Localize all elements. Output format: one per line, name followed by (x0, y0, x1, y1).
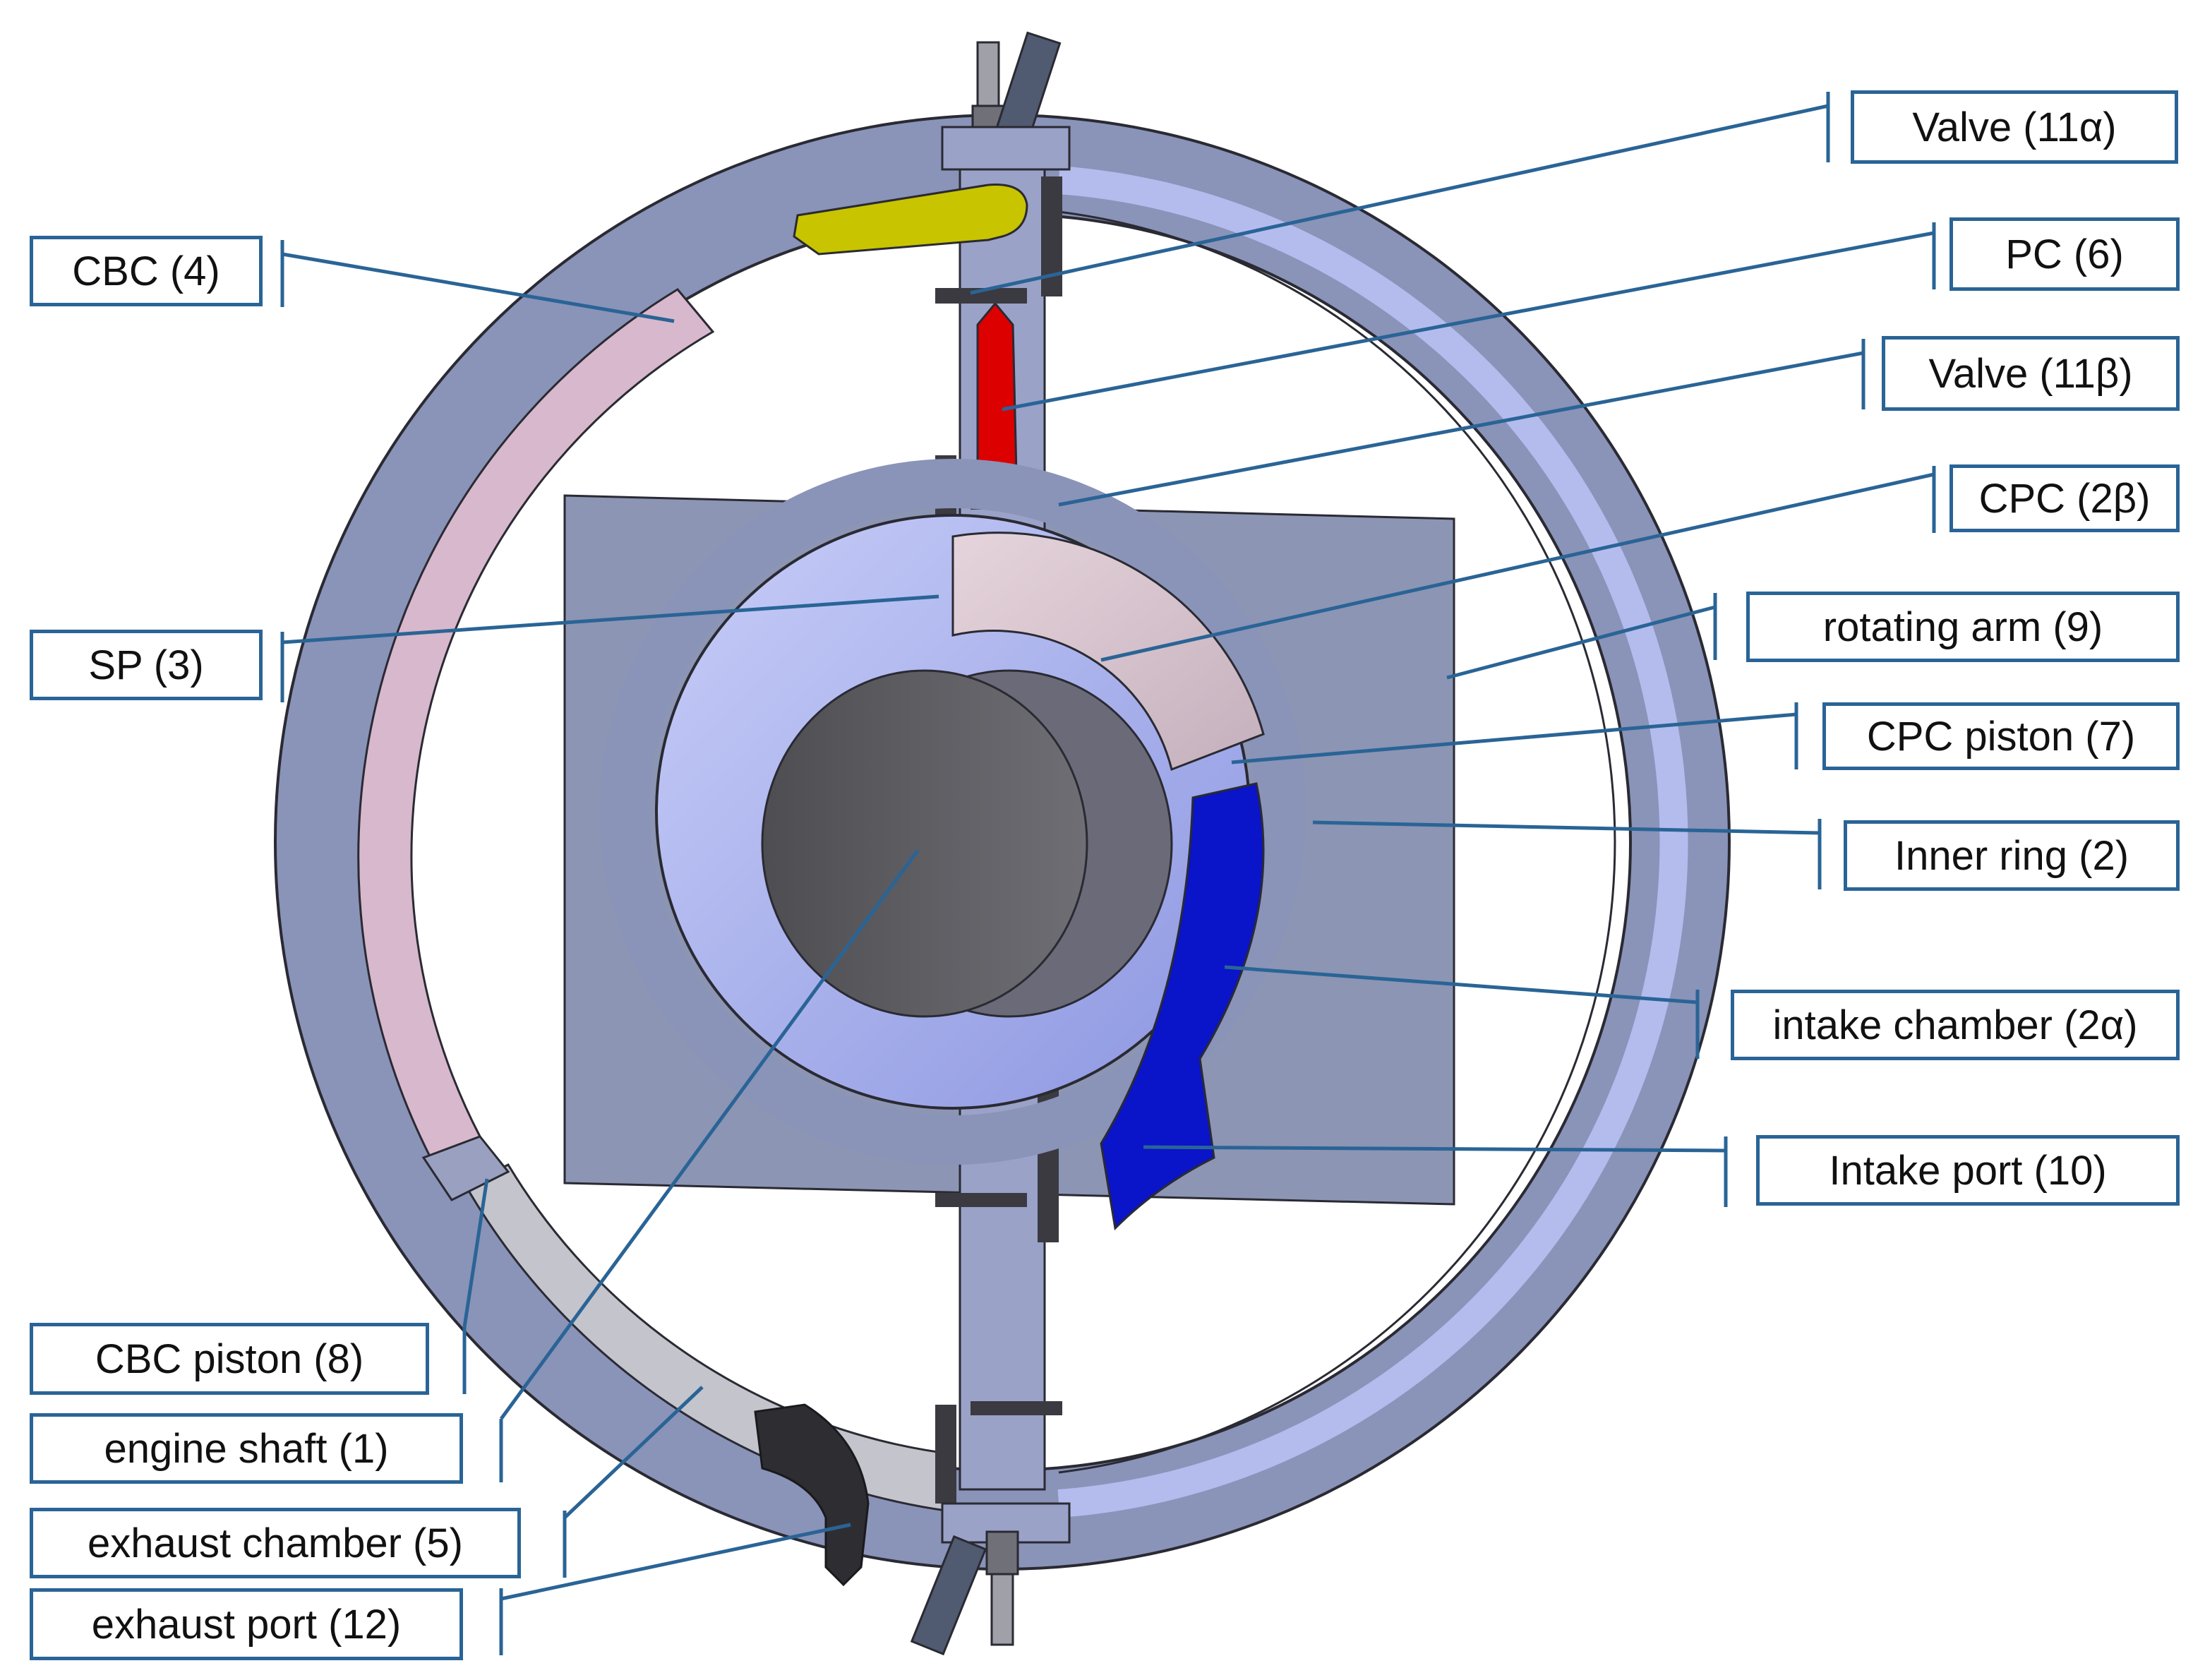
label-rotating-arm-9: rotating arm (9) (1746, 592, 2180, 662)
bottom-injector (910, 1535, 987, 1656)
label-cbc-piston-8: CBC piston (8) (30, 1323, 429, 1395)
leader-valve-11b (1058, 351, 1864, 507)
yellow-transfer-channel (793, 184, 1028, 256)
label-valve-11b: Valve (11β) (1882, 336, 2180, 411)
leader-valve-11a (970, 104, 1829, 295)
label-cpc-2b: CPC (2β) (1949, 464, 2180, 532)
leader-cpc-piston-7 (1231, 712, 1797, 764)
leader-cbc-piston-8 (462, 1178, 489, 1328)
label-inner-ring-2: Inner ring (2) (1844, 820, 2180, 891)
leader-cbc-4 (282, 252, 675, 323)
leader-cpc-2b (1100, 472, 1935, 662)
valve-lower-plate-2 (971, 1401, 1062, 1415)
leader-inner-ring-2 (1312, 820, 1820, 835)
cpc-chamber (951, 532, 1265, 772)
leader-sp-3 (282, 594, 939, 644)
sp-plate-bottom (935, 1405, 956, 1504)
leader-exhaust-port-12 (500, 1523, 851, 1601)
label-intake-chamber-2a: intake chamber (2α) (1731, 990, 2180, 1060)
pc-red-chamber (976, 301, 1018, 474)
right-ring-layer-2 (1058, 210, 1616, 1474)
exhaust-port (754, 1403, 870, 1587)
bottom-spark-plug (985, 1530, 1019, 1646)
leader-exhaust-chamber-5 (563, 1386, 704, 1519)
label-exhaust-chamber-5: exhaust chamber (5) (30, 1508, 521, 1578)
leader-lines (280, 92, 1936, 1655)
cbc-piston (421, 1135, 510, 1201)
intake-chamber (1100, 782, 1265, 1231)
leader-engine-shaft-1 (499, 849, 920, 1420)
label-intake-port-10: Intake port (10) (1756, 1135, 2180, 1206)
top-mount-block (941, 126, 1071, 171)
bottom-mount-block (941, 1502, 1071, 1544)
inner-ring-outer-rim (600, 459, 1306, 1165)
leader-rotating-arm-9 (1446, 605, 1716, 680)
label-cpc-piston-7: CPC piston (7) (1822, 702, 2180, 770)
leader-pc-6 (1002, 231, 1935, 412)
label-exhaust-port-12: exhaust port (12) (30, 1588, 463, 1660)
label-engine-shaft-1: engine shaft (1) (30, 1413, 463, 1484)
label-valve-11a: Valve (11α) (1851, 90, 2178, 164)
valve-11a-plate (935, 288, 1027, 304)
leader-intake-chamber-2a (1224, 965, 1698, 1004)
label-cbc-4: CBC (4) (30, 236, 263, 306)
label-sp-3: SP (3) (30, 630, 263, 700)
valve-lower-plate-1 (935, 1193, 1027, 1207)
engine-shaft-face (761, 669, 1088, 1018)
label-pc-6: PC (6) (1949, 217, 2180, 291)
leader-intake-port-10 (1143, 1145, 1726, 1153)
right-ring-layer (1057, 166, 1688, 1518)
